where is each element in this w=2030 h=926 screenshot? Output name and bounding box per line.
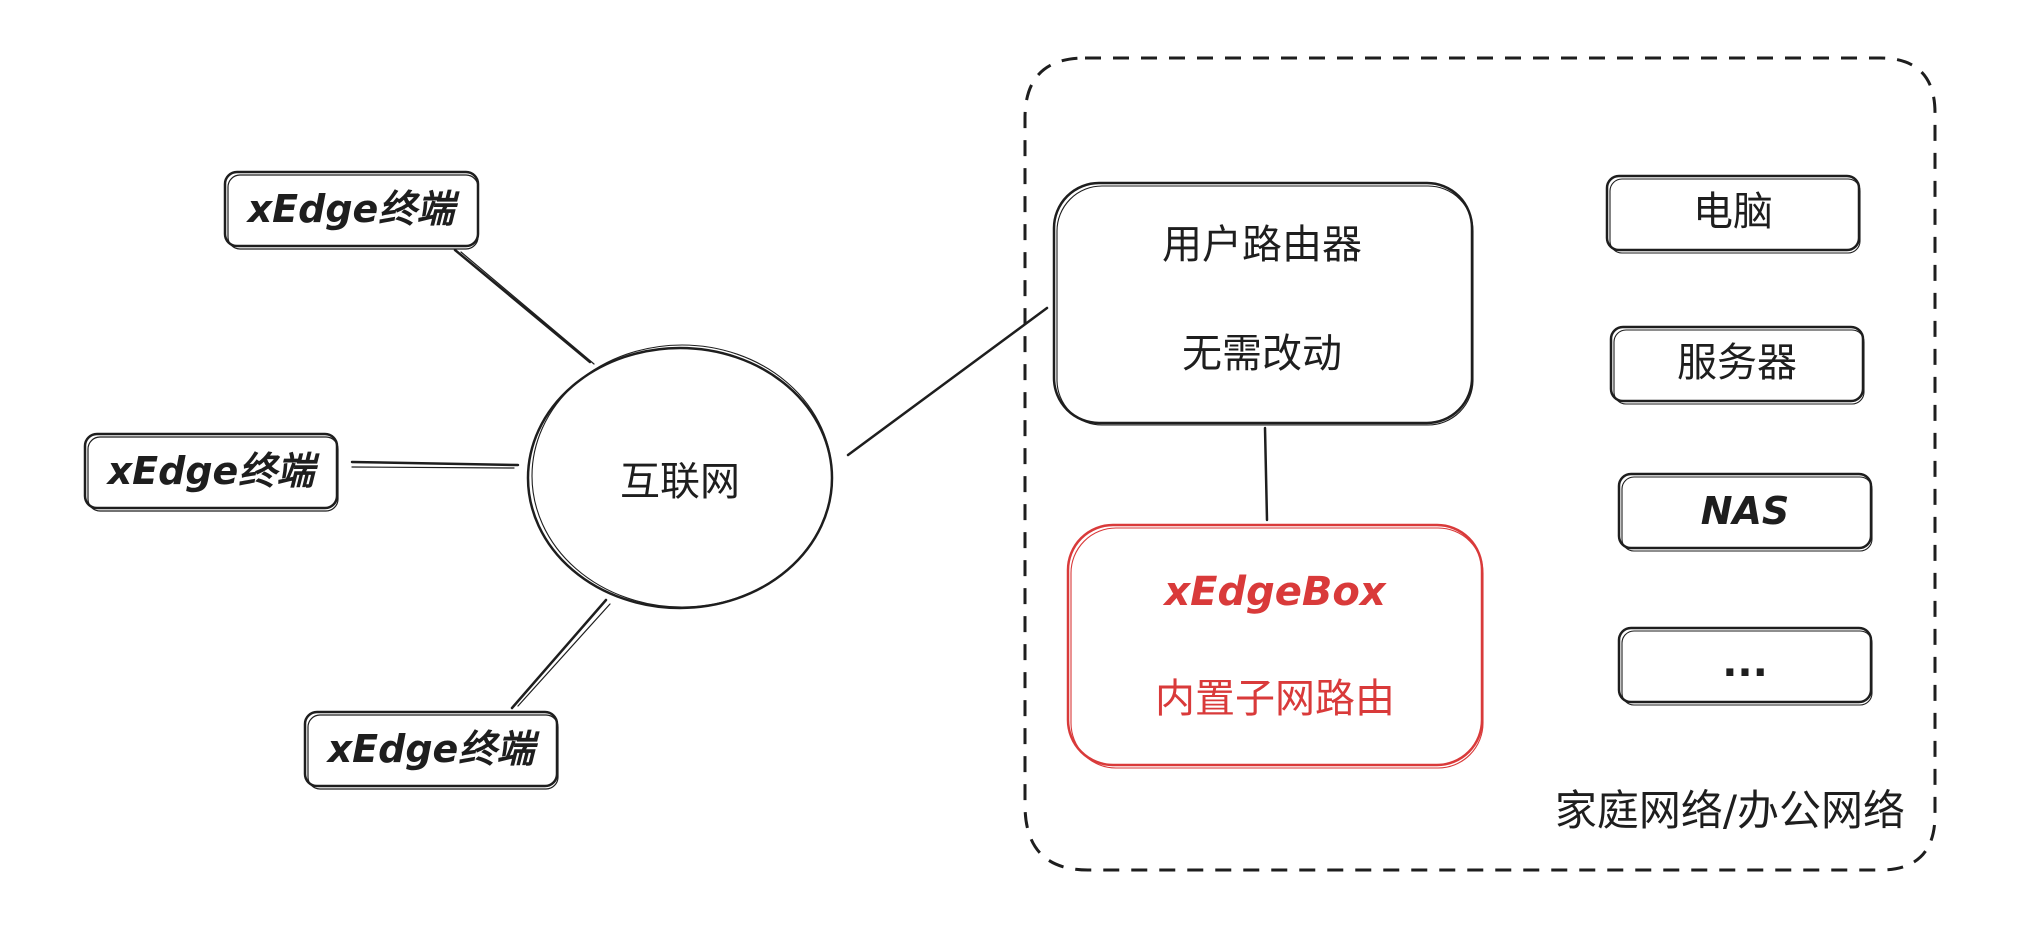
device-server-label: 服务器 [1677, 340, 1797, 386]
internet-label: 互联网 [620, 459, 740, 505]
line-terminal-bottom-internet-sketch [517, 603, 611, 707]
line-terminal-top-internet-sketch [460, 251, 595, 365]
terminal-bottom-label: xEdge终端 [326, 727, 541, 771]
xedgebox-node: xEdgeBox 内置子网路由 [1066, 523, 1484, 769]
router-label-line1: 用户路由器 [1162, 222, 1362, 268]
device-node-server: 服务器 [1609, 325, 1865, 405]
device-node-nas: NAS [1617, 472, 1873, 552]
line-terminal-bottom-internet [510, 598, 608, 710]
network-label: 家庭网络/办公网络 [1555, 786, 1905, 835]
terminal-middle-label: xEdge终端 [106, 449, 321, 493]
device-more-label: ... [1722, 640, 1768, 686]
terminal-top-label: xEdge终端 [246, 187, 461, 231]
device-pc-label: 电脑 [1693, 189, 1773, 235]
device-node-pc: 电脑 [1605, 174, 1861, 254]
connections [350, 248, 1269, 710]
device-node-more: ... [1617, 626, 1873, 706]
device-nas-label: NAS [1701, 489, 1790, 533]
internet-node: 互联网 [526, 344, 834, 610]
line-router-box [1263, 426, 1269, 522]
line-terminal-mid-internet-sketch [351, 466, 515, 469]
user-router-node: 用户路由器 无需改动 [1052, 181, 1474, 426]
terminal-node-bottom: xEdge终端 [303, 710, 559, 790]
line-terminal-mid-internet [350, 460, 520, 467]
xedgebox-label-line1: xEdgeBox [1162, 569, 1386, 615]
terminal-node-top: xEdge终端 [223, 170, 480, 250]
line-internet-router [846, 306, 1049, 457]
line-terminal-top-internet [453, 248, 592, 364]
terminal-node-middle: xEdge终端 [83, 432, 339, 512]
router-label-line2: 无需改动 [1182, 331, 1342, 377]
xedgebox-label-line2: 内置子网路由 [1155, 676, 1395, 722]
network-boundary [1023, 56, 1937, 872]
